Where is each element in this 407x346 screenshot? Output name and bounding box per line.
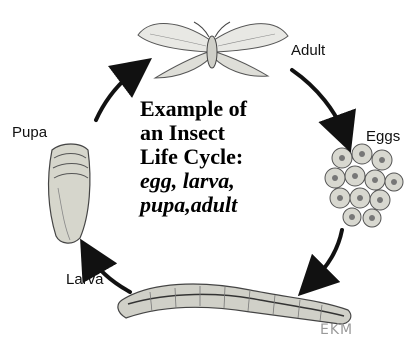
title-line-3: Life Cycle: (140, 145, 300, 169)
stage-label-larva: Larva (66, 271, 104, 288)
artist-signature: EKM (320, 322, 353, 338)
eggs-cluster-icon (325, 144, 403, 227)
pupa-icon (49, 144, 90, 243)
stage-label-pupa: Pupa (12, 124, 47, 141)
title-line-5: pupa,adult (140, 193, 300, 217)
diagram-title: Example of an Insect Life Cycle: egg, la… (140, 97, 300, 217)
stage-label-adult: Adult (291, 42, 325, 59)
arrow-eggs-to-larva (312, 230, 342, 282)
moth-icon (138, 22, 288, 78)
arrow-pupa-to-adult (96, 70, 136, 120)
title-line-1: Example of (140, 97, 300, 121)
caterpillar-icon (118, 284, 351, 324)
stage-label-eggs: Eggs (366, 128, 400, 145)
title-line-2: an Insect (140, 121, 300, 145)
title-line-4: egg, larva, (140, 169, 300, 193)
